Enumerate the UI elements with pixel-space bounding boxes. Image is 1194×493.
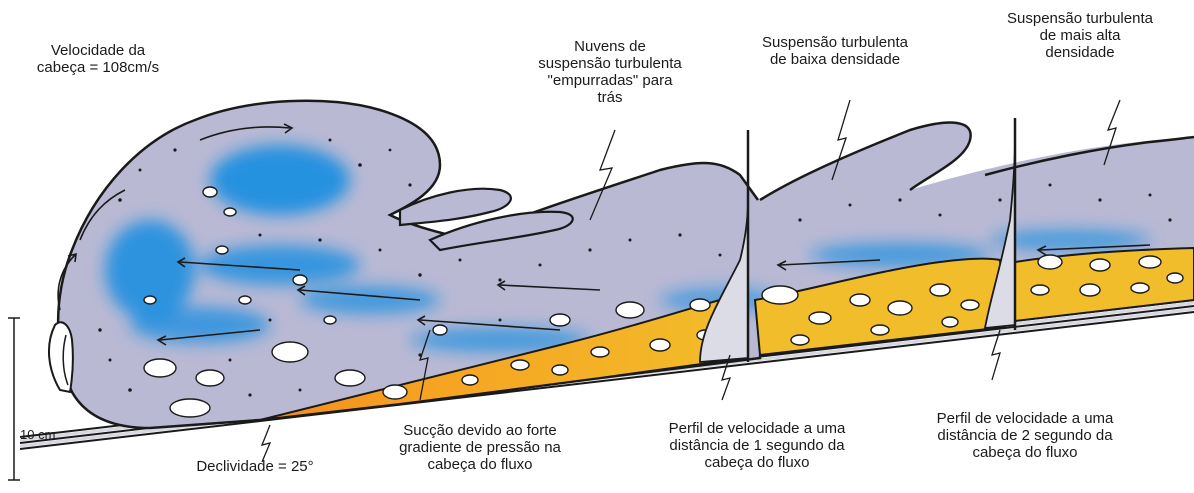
high-density-line2: de mais alta	[980, 27, 1180, 44]
velocity-profile-1-label: Perfil de velocidade a uma distância de …	[652, 420, 862, 471]
high-density-line1: Suspensão turbulenta	[980, 10, 1180, 27]
pushed-clouds-line2: suspensão turbulenta	[510, 55, 710, 72]
pushed-clouds-line4: trás	[510, 89, 710, 106]
velocity-profile-2-label: Perfil de velocidade a uma distância de …	[920, 410, 1130, 461]
profile2-line1: Perfil de velocidade a uma	[920, 410, 1130, 427]
scale-label: 10 cm	[20, 426, 70, 443]
profile1-line3: cabeça do fluxo	[652, 454, 862, 471]
high-density-suspension-label: Suspensão turbulenta de mais alta densid…	[980, 10, 1180, 61]
head-velocity-line2: cabeça = 108cm/s	[28, 59, 168, 76]
profile2-line3: cabeça do fluxo	[920, 444, 1130, 461]
suction-line2: gradiente de pressão na	[380, 439, 580, 456]
pushed-clouds-label: Nuvens de suspensão turbulenta "empurrad…	[510, 38, 710, 106]
high-density-line3: densidade	[980, 44, 1180, 61]
pushed-clouds-line1: Nuvens de	[510, 38, 710, 55]
suction-label: Sucção devido ao forte gradiente de pres…	[380, 422, 580, 473]
slope-label: Declividade = 25°	[175, 458, 335, 475]
head-velocity-label: Velocidade da cabeça = 108cm/s	[28, 42, 168, 76]
pushed-clouds-line3: "empurradas" para	[510, 72, 710, 89]
profile1-line2: distância de 1 segundo da	[652, 437, 862, 454]
suction-line1: Sucção devido ao forte	[380, 422, 580, 439]
low-density-suspension-label: Suspensão turbulenta de baixa densidade	[735, 34, 935, 68]
head-velocity-line1: Velocidade da	[28, 42, 168, 59]
scale-bar	[8, 318, 20, 480]
low-density-line1: Suspensão turbulenta	[735, 34, 935, 51]
profile1-line1: Perfil de velocidade a uma	[652, 420, 862, 437]
suction-line3: cabeça do fluxo	[380, 456, 580, 473]
profile2-line2: distância de 2 segundo da	[920, 427, 1130, 444]
low-density-line2: de baixa densidade	[735, 51, 935, 68]
